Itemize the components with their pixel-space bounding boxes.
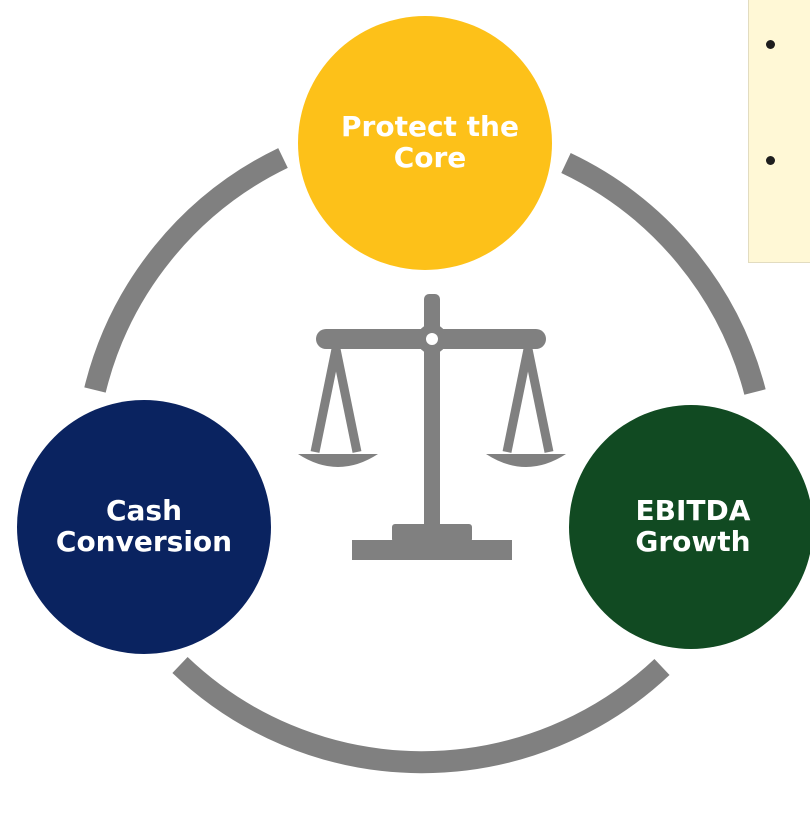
- node-label-protect-the-core: Protect the Core: [341, 110, 519, 174]
- bullet-icon: [766, 40, 775, 49]
- arc-left-to-top: [84, 148, 288, 393]
- node-label-ebitda-growth: EBITDA Growth: [635, 494, 751, 558]
- node-ebitda-growth: [569, 405, 810, 649]
- node-cash-conversion: [17, 400, 271, 654]
- arc-top-to-right: [561, 153, 766, 395]
- balance-scale-icon: [298, 294, 566, 560]
- callout-box: [748, 0, 810, 263]
- bullet-icon: [766, 156, 775, 165]
- node-protect-the-core: [298, 16, 552, 270]
- node-label-cash-conversion: Cash Conversion: [55, 494, 233, 558]
- arc-right-to-left: [172, 657, 670, 774]
